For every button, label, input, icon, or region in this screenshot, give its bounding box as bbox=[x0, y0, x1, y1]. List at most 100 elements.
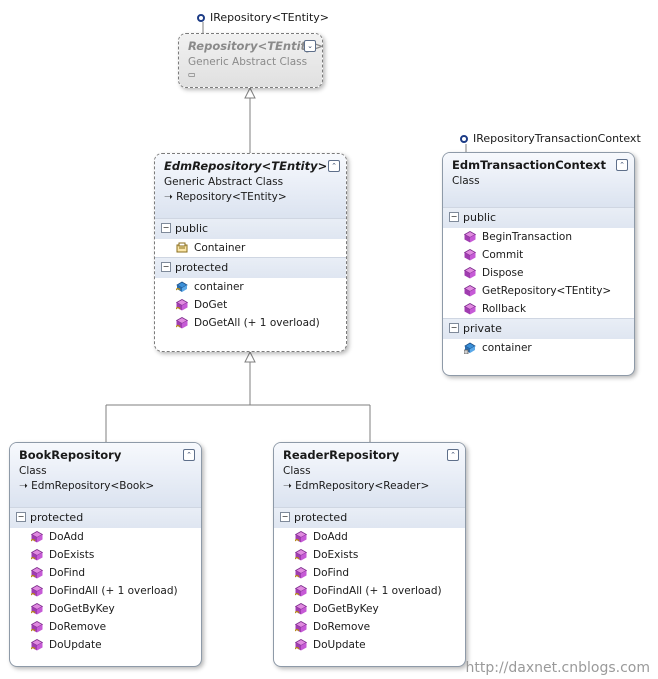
member-item[interactable]: Rollback bbox=[443, 300, 634, 318]
member-name: DoRemove bbox=[313, 621, 371, 633]
edm-repository-base-label: Repository<TEntity> bbox=[176, 191, 287, 203]
method-icon bbox=[31, 567, 43, 579]
collapse-section-icon[interactable]: − bbox=[280, 512, 290, 522]
chevron-double-up-icon[interactable]: ⌃ bbox=[328, 160, 340, 172]
member-item[interactable]: DoRemove bbox=[10, 618, 201, 636]
member-item[interactable]: container bbox=[155, 278, 346, 296]
watermark-text: http://daxnet.cnblogs.com bbox=[465, 660, 650, 676]
chevron-double-up-icon[interactable]: ⌃ bbox=[183, 449, 195, 461]
collapse-section-icon[interactable]: − bbox=[449, 323, 459, 333]
member-item[interactable]: DoFind bbox=[274, 564, 465, 582]
member-item[interactable]: DoExists bbox=[274, 546, 465, 564]
member-item[interactable]: BeginTransaction bbox=[443, 228, 634, 246]
repository-class-box[interactable]: Repository<TEntity> Generic Abstract Cla… bbox=[178, 33, 323, 88]
section-protected[interactable]: −protected bbox=[10, 507, 201, 528]
method-icon bbox=[464, 267, 476, 279]
book-repository-class-kind: Class bbox=[19, 465, 47, 477]
member-item[interactable]: DoGetAll (+ 1 overload) bbox=[155, 314, 346, 332]
member-item[interactable]: Container bbox=[155, 239, 346, 257]
reader-repository-header: ReaderRepository Class ➝ EdmRepository<R… bbox=[274, 443, 465, 507]
reader-repository-class-kind: Class bbox=[283, 465, 311, 477]
collapse-section-icon[interactable]: − bbox=[449, 212, 459, 222]
member-item[interactable]: DoRemove bbox=[274, 618, 465, 636]
section-label: protected bbox=[30, 511, 84, 524]
member-item[interactable]: DoFind bbox=[10, 564, 201, 582]
member-item[interactable]: DoAdd bbox=[274, 528, 465, 546]
member-name: DoUpdate bbox=[49, 639, 102, 651]
section-protected[interactable]: −protected bbox=[274, 507, 465, 528]
reader-repository-base-label: EdmRepository<Reader> bbox=[295, 480, 430, 492]
edm-transaction-context-header: EdmTransactionContext Class ⌃ bbox=[443, 153, 634, 207]
member-name: DoExists bbox=[313, 549, 359, 561]
field-icon bbox=[464, 342, 476, 354]
edm-repository-class-kind: Generic Abstract Class bbox=[164, 176, 284, 188]
member-item[interactable]: DoUpdate bbox=[274, 636, 465, 654]
edm-repository-base-type: ➝ Repository<TEntity> bbox=[164, 191, 287, 203]
method-icon bbox=[295, 621, 307, 633]
repository-class-kind: Generic Abstract Class bbox=[188, 56, 308, 68]
method-icon bbox=[295, 567, 307, 579]
repository-header: Repository<TEntity> Generic Abstract Cla… bbox=[179, 34, 322, 87]
member-item[interactable]: DoGetByKey bbox=[274, 600, 465, 618]
section-private[interactable]: −private bbox=[443, 318, 634, 339]
section-label: private bbox=[463, 322, 502, 335]
book-repository-class-name: BookRepository bbox=[19, 448, 122, 462]
collapse-section-icon[interactable]: − bbox=[161, 223, 171, 233]
edm-repository-header: EdmRepository<TEntity> Generic Abstract … bbox=[155, 154, 346, 218]
chevron-double-up-icon[interactable]: ⌃ bbox=[616, 159, 628, 171]
method-icon bbox=[464, 303, 476, 315]
section-public[interactable]: −public bbox=[155, 218, 346, 239]
collapse-section-icon[interactable]: − bbox=[16, 512, 26, 522]
reader-repository-class-name: ReaderRepository bbox=[283, 448, 400, 462]
member-item[interactable]: DoUpdate bbox=[10, 636, 201, 654]
reader-repository-class-box[interactable]: ReaderRepository Class ➝ EdmRepository<R… bbox=[273, 442, 466, 667]
member-name: Container bbox=[194, 242, 246, 254]
member-item[interactable]: Commit bbox=[443, 246, 634, 264]
property-icon bbox=[176, 242, 188, 253]
method-icon bbox=[295, 603, 307, 615]
member-name: DoExists bbox=[49, 549, 95, 561]
member-name: DoFindAll (+ 1 overload) bbox=[313, 585, 442, 597]
method-icon bbox=[464, 249, 476, 261]
member-item[interactable]: DoFindAll (+ 1 overload) bbox=[274, 582, 465, 600]
section-protected[interactable]: −protected bbox=[155, 257, 346, 278]
irepository-transaction-context-label: IRepositoryTransactionContext bbox=[473, 132, 641, 145]
member-name: Dispose bbox=[482, 267, 524, 279]
member-item[interactable]: Dispose bbox=[443, 264, 634, 282]
member-item[interactable]: DoAdd bbox=[10, 528, 201, 546]
book-repository-base-label: EdmRepository<Book> bbox=[31, 480, 155, 492]
member-name: DoAdd bbox=[49, 531, 84, 543]
member-item[interactable]: DoGet bbox=[155, 296, 346, 314]
edm-repository-class-box[interactable]: EdmRepository<TEntity> Generic Abstract … bbox=[154, 153, 347, 352]
collapse-section-icon[interactable]: − bbox=[161, 262, 171, 272]
edm-repository-class-name: EdmRepository<TEntity> bbox=[164, 159, 328, 173]
method-icon bbox=[31, 531, 43, 543]
interface-lollipop-icon bbox=[460, 135, 468, 143]
member-item[interactable]: DoExists bbox=[10, 546, 201, 564]
member-name: DoAdd bbox=[313, 531, 348, 543]
method-icon bbox=[464, 285, 476, 297]
member-item[interactable]: container bbox=[443, 339, 634, 357]
book-repository-class-box[interactable]: BookRepository Class ➝ EdmRepository<Boo… bbox=[9, 442, 202, 667]
edm-transaction-context-class-box[interactable]: EdmTransactionContext Class ⌃ −public Be… bbox=[442, 152, 635, 376]
member-item[interactable]: GetRepository<TEntity> bbox=[443, 282, 634, 300]
member-name: DoGet bbox=[194, 299, 228, 311]
member-item[interactable]: DoGetByKey bbox=[10, 600, 201, 618]
chevron-double-down-icon[interactable]: ⌄ bbox=[304, 40, 316, 52]
method-icon bbox=[176, 317, 188, 329]
method-icon bbox=[31, 603, 43, 615]
irepository-transaction-context-interface[interactable]: IRepositoryTransactionContext bbox=[460, 131, 641, 147]
section-public[interactable]: −public bbox=[443, 207, 634, 228]
member-name: DoGetAll (+ 1 overload) bbox=[194, 317, 320, 329]
section-label: protected bbox=[175, 261, 229, 274]
field-icon bbox=[176, 281, 188, 292]
book-repository-base-type: ➝ EdmRepository<Book> bbox=[19, 480, 155, 492]
chevron-double-up-icon[interactable]: ⌃ bbox=[447, 449, 459, 461]
member-name: DoFind bbox=[313, 567, 350, 579]
irepository-interface-label: IRepository<TEntity> bbox=[210, 11, 330, 24]
member-item[interactable]: DoFindAll (+ 1 overload) bbox=[10, 582, 201, 600]
method-icon bbox=[176, 299, 188, 311]
method-icon bbox=[31, 639, 43, 651]
member-name: DoRemove bbox=[49, 621, 107, 633]
irepository-interface[interactable]: IRepository<TEntity> bbox=[197, 10, 329, 26]
